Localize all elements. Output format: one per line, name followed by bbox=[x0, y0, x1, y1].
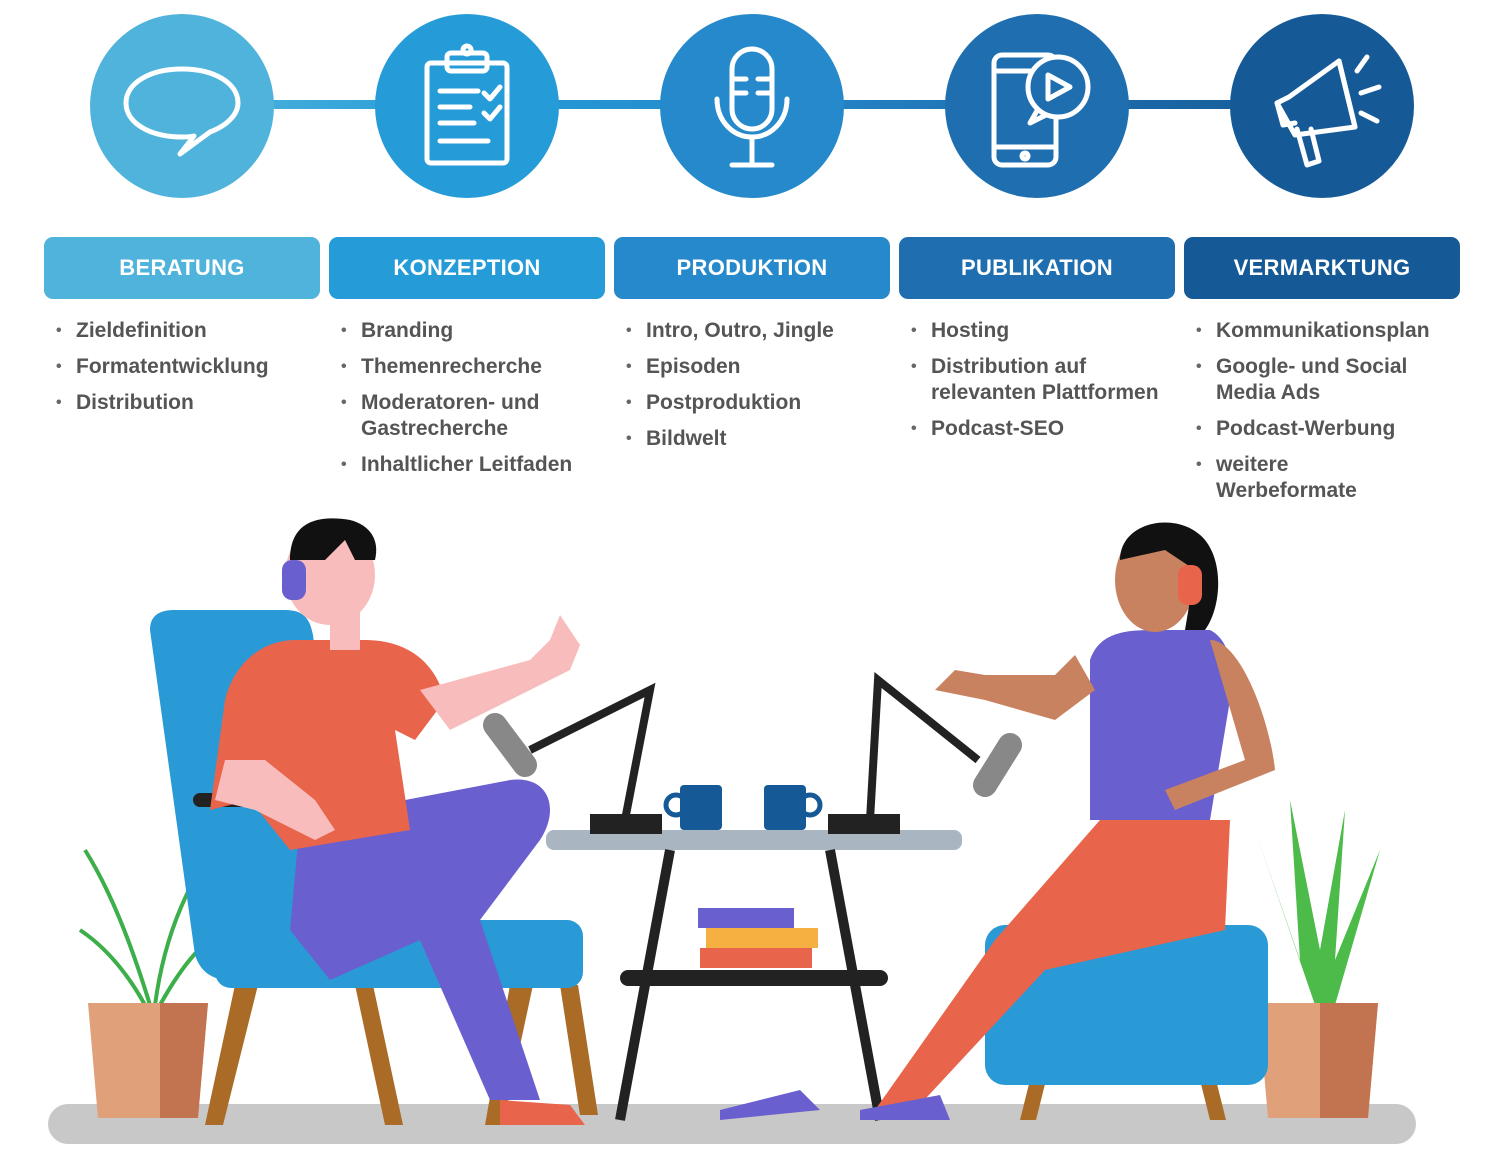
list-item: Podcast-Werbung bbox=[1196, 416, 1476, 442]
list-item: Bildwelt bbox=[626, 426, 906, 452]
step-label-beratung: BERATUNG bbox=[44, 237, 320, 299]
list-item: Inhaltlicher Leitfaden bbox=[341, 452, 621, 478]
step-list-beratung: Zieldefinition Formatentwicklung Distrib… bbox=[56, 318, 336, 426]
list-item: Hosting bbox=[911, 318, 1191, 344]
step-circle-publikation bbox=[945, 14, 1129, 198]
man-host bbox=[210, 518, 585, 1125]
step-list-konzeption: Branding Themenrecherche Moderatoren- un… bbox=[341, 318, 621, 488]
step-list-vermarktung: Kommunikationsplan Google- und Social Me… bbox=[1196, 318, 1496, 514]
step-circle-vermarktung bbox=[1230, 14, 1414, 198]
list-item: Google- und Social Media Ads bbox=[1196, 354, 1416, 406]
step-circle-konzeption bbox=[375, 14, 559, 198]
speech-bubble-icon bbox=[123, 66, 241, 157]
headphones-icon bbox=[1178, 565, 1202, 605]
woman-host bbox=[720, 522, 1275, 1120]
list-item: Distribution bbox=[56, 390, 336, 416]
step-label-publikation: PUBLIKATION bbox=[899, 237, 1175, 299]
clipboard-checklist-icon bbox=[424, 43, 510, 166]
list-item: Zieldefinition bbox=[56, 318, 336, 344]
table bbox=[546, 785, 962, 1121]
step-circle-beratung bbox=[90, 14, 274, 198]
list-item: Kommunikationsplan bbox=[1196, 318, 1496, 344]
step-list-produktion: Intro, Outro, Jingle Episoden Postproduk… bbox=[626, 318, 906, 462]
list-item: Distribution auf relevanten Plattformen bbox=[911, 354, 1181, 406]
plant-right bbox=[1255, 800, 1380, 1118]
microphone-icon bbox=[714, 46, 790, 168]
podcast-studio-illustration bbox=[48, 518, 1416, 1144]
plant-left bbox=[78, 828, 232, 1118]
step-label-konzeption: KONZEPTION bbox=[329, 237, 605, 299]
list-item: Themenrecherche bbox=[341, 354, 621, 380]
list-item: Postproduktion bbox=[626, 390, 906, 416]
megaphone-icon bbox=[1274, 54, 1382, 168]
list-item: Episoden bbox=[626, 354, 906, 380]
list-item: Intro, Outro, Jingle bbox=[626, 318, 906, 344]
headphones-icon bbox=[282, 560, 306, 600]
list-item: Moderatoren- und Gastrecherche bbox=[341, 390, 561, 442]
step-label-produktion: PRODUKTION bbox=[614, 237, 890, 299]
coffee-mug-icon bbox=[663, 785, 823, 830]
step-circle-produktion bbox=[660, 14, 844, 198]
step-list-publikation: Hosting Distribution auf relevanten Plat… bbox=[911, 318, 1191, 452]
list-item: Branding bbox=[341, 318, 621, 344]
list-item: Formatentwicklung bbox=[56, 354, 336, 380]
smartphone-play-icon bbox=[991, 52, 1091, 168]
microphone-stands bbox=[483, 672, 1022, 834]
list-item: Podcast-SEO bbox=[911, 416, 1191, 442]
book-stack bbox=[698, 908, 818, 968]
step-label-vermarktung: VERMARKTUNG bbox=[1184, 237, 1460, 299]
list-item: weitere Werbeformate bbox=[1196, 452, 1386, 504]
